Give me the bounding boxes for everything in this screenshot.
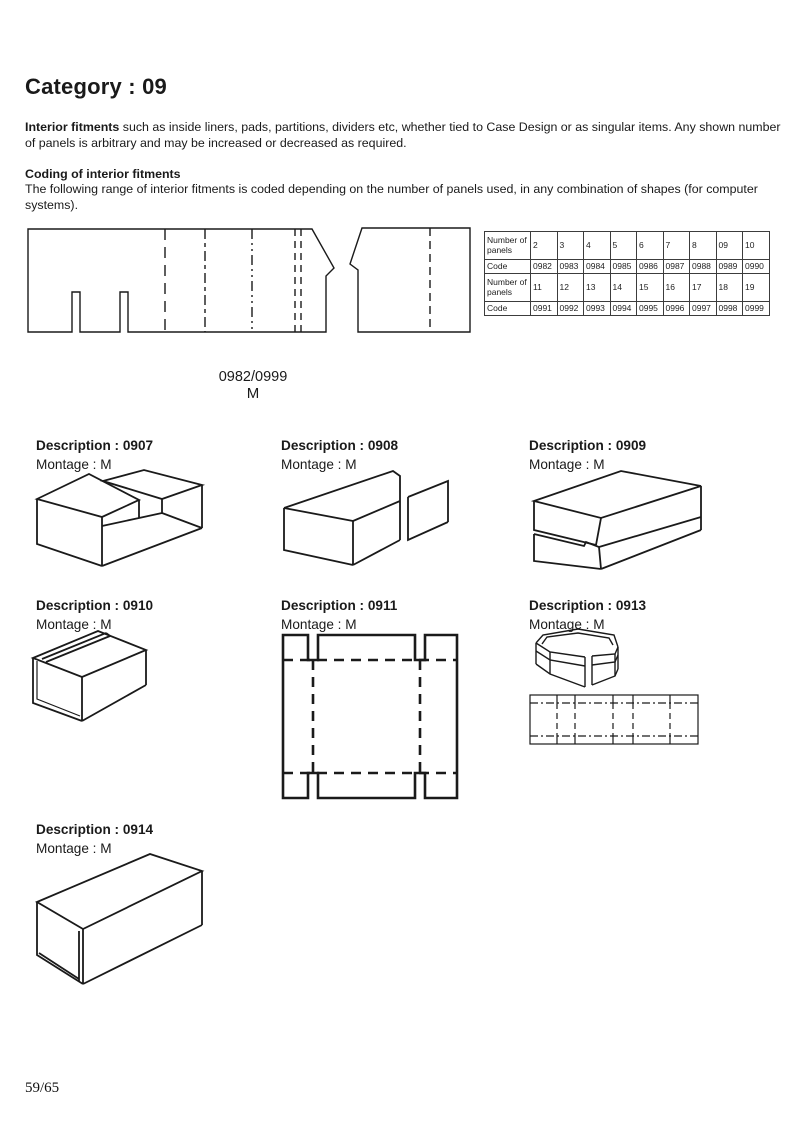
design-0907-labels: Description : 0907 Montage : M (36, 436, 153, 474)
montage-label: Montage : M (529, 457, 605, 472)
flat-blank-diagram (27, 227, 471, 333)
design-0908-labels: Description : 0908 Montage : M (281, 436, 398, 474)
table-row: Number of panels 2 3 4 5 6 7 8 09 10 (484, 231, 770, 260)
design-0908-drawing (283, 469, 449, 566)
montage-label: Montage : M (36, 617, 112, 632)
table-row: Number of panels 11 12 13 14 15 16 17 18… (484, 273, 770, 302)
row-header: Code (484, 259, 531, 274)
description-label: Description : 0910 (36, 598, 154, 613)
diagram-montage-label: M (246, 385, 260, 402)
design-0913-strip-drawing (529, 694, 699, 745)
row-header: Number of panels (484, 231, 531, 260)
coding-heading: Coding of interior fitments (25, 167, 181, 181)
montage-label: Montage : M (36, 841, 112, 856)
montage-label: Montage : M (36, 457, 112, 472)
table-row: Code 0982 0983 0984 0985 0986 0987 0988 … (484, 259, 770, 274)
row-header: Code (484, 301, 531, 316)
intro-lead: Interior fitments (25, 120, 120, 134)
design-0910-drawing (30, 630, 149, 722)
montage-label: Montage : M (529, 617, 605, 632)
design-0913-collar-drawing (535, 628, 619, 688)
design-0909-labels: Description : 0909 Montage : M (529, 436, 646, 474)
intro-paragraph: Interior fitments such as inside liners,… (25, 119, 783, 151)
design-0907-drawing (34, 469, 206, 567)
design-0909-drawing (530, 470, 702, 570)
row-header: Number of panels (484, 273, 531, 302)
design-0913-labels: Description : 0913 Montage : M (529, 596, 646, 634)
table-row: Code 0991 0992 0993 0994 0995 0996 0997 … (484, 301, 770, 316)
montage-label: Montage : M (281, 617, 357, 632)
montage-label: Montage : M (281, 457, 357, 472)
design-0914-drawing (35, 853, 205, 985)
design-0910-labels: Description : 0910 Montage : M (36, 596, 153, 634)
panel-code-table: Number of panels 2 3 4 5 6 7 8 09 10 Cod… (484, 231, 770, 316)
design-0914-labels: Description : 0914 Montage : M (36, 820, 153, 858)
description-label: Description : 0909 (529, 438, 647, 453)
design-0911-labels: Description : 0911 Montage : M (281, 596, 397, 634)
intro-rest: such as inside liners, pads, partitions,… (25, 120, 781, 150)
code-range-label: 0982/0999 (218, 369, 288, 385)
description-label: Description : 0913 (529, 598, 647, 613)
page-number: 59/65 (25, 1080, 60, 1096)
description-label: Description : 0914 (36, 822, 154, 837)
coding-paragraph: The following range of interior fitments… (25, 182, 758, 212)
design-0911-drawing (281, 633, 459, 800)
page-title: Category : 09 (25, 74, 167, 99)
description-label: Description : 0911 (281, 598, 398, 613)
description-label: Description : 0908 (281, 438, 399, 453)
description-label: Description : 0907 (36, 438, 154, 453)
